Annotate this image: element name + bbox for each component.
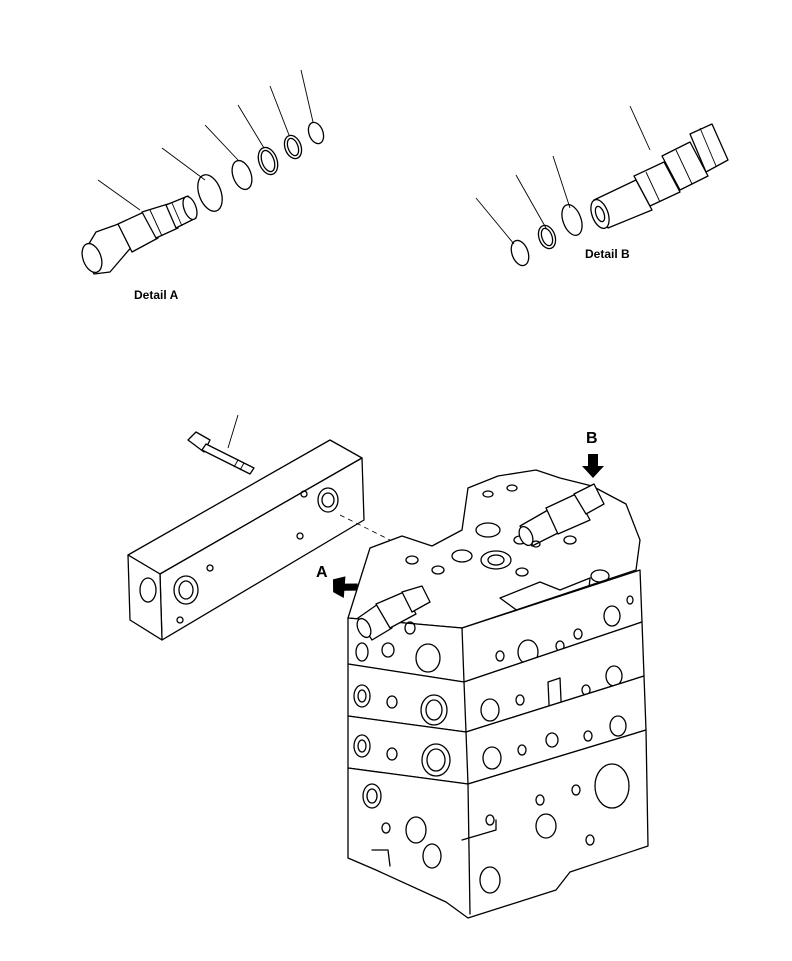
backup-ring-a2 bbox=[283, 134, 303, 160]
leader-line-a1 bbox=[97, 179, 141, 211]
o-ring-a2 bbox=[231, 159, 253, 191]
relief-valve-a bbox=[81, 195, 198, 275]
leader-line-b3 bbox=[552, 155, 571, 209]
detail-b-assembly: Detail B bbox=[475, 105, 729, 267]
backup-ring-a1 bbox=[257, 146, 279, 176]
manifold-block bbox=[127, 439, 365, 641]
leader-line-a4 bbox=[237, 104, 265, 149]
o-ring-a3 bbox=[307, 121, 325, 145]
o-ring-a1 bbox=[197, 174, 223, 212]
bolt bbox=[187, 414, 255, 475]
leader-line-b4 bbox=[629, 105, 651, 151]
control-valve-body bbox=[347, 469, 649, 919]
arrow-a: A bbox=[316, 564, 358, 598]
o-ring-b1 bbox=[510, 239, 530, 267]
relief-valve-b bbox=[590, 123, 729, 230]
detail-b-label: Detail B bbox=[585, 247, 630, 261]
leader-line-bolt bbox=[227, 414, 239, 449]
leader-line-b1 bbox=[475, 197, 515, 245]
leader-line-b2 bbox=[515, 174, 547, 229]
leader-line-a3 bbox=[204, 124, 239, 161]
detail-a-label: Detail A bbox=[134, 288, 179, 302]
alignment-dashed-line bbox=[339, 514, 391, 541]
arrow-b: B bbox=[582, 430, 604, 478]
leader-line-a2 bbox=[161, 147, 206, 181]
o-ring-b2 bbox=[561, 204, 583, 236]
relief-valve-a-installed bbox=[356, 585, 431, 641]
marker-b-label: B bbox=[586, 430, 598, 447]
backup-ring-b1 bbox=[537, 224, 557, 250]
marker-a-label: A bbox=[316, 564, 328, 581]
leader-line-a5 bbox=[269, 85, 290, 136]
detail-a-assembly: Detail A bbox=[81, 69, 325, 302]
leader-line-a6 bbox=[300, 69, 314, 123]
relief-valve-b-installed bbox=[518, 483, 605, 548]
